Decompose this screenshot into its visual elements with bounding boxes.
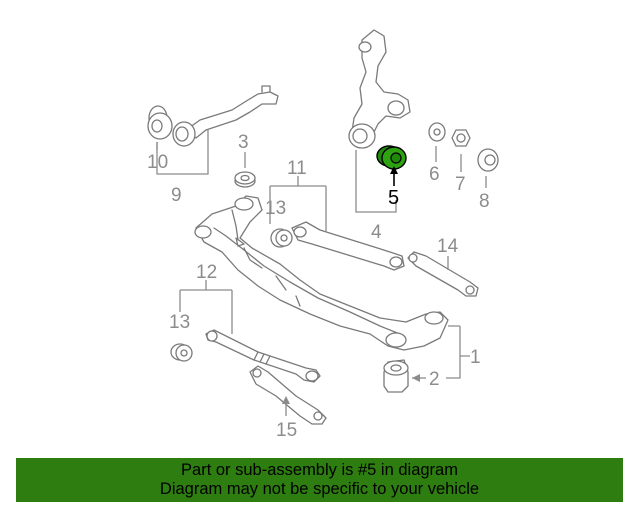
washer-3-part: [234, 171, 256, 188]
callout-3: 3: [238, 132, 249, 153]
notice-line-1: Part or sub-assembly is #5 in diagram: [181, 461, 458, 479]
callout-14: 14: [437, 236, 459, 257]
rod-12-part: [205, 329, 321, 383]
callout-6: 6: [429, 164, 440, 185]
callout-9: 9: [171, 185, 182, 206]
callout-12: 12: [196, 262, 217, 283]
callout-2: 2: [429, 369, 440, 390]
arrow-15-icon: [282, 396, 290, 404]
arrow-2-icon: [412, 374, 420, 382]
mount-2-part: [383, 359, 409, 393]
leader-9: [156, 130, 209, 175]
upper-arm-part: [185, 85, 279, 139]
callout-13-upper: 13: [265, 198, 286, 219]
bushing-5-part-highlighted: [376, 145, 407, 170]
bushing-8-part: [477, 148, 499, 172]
callout-5: 5: [388, 187, 399, 209]
notice-line-2: Diagram may not be specific to your vehi…: [159, 480, 480, 498]
arrow-5-icon: [390, 166, 398, 174]
leader-1: [446, 325, 470, 379]
arm-11-part: [291, 221, 405, 271]
washer-6-part: [428, 122, 446, 142]
callout-7: 7: [455, 174, 466, 195]
knuckle-4-part: [348, 29, 411, 149]
bushing-arm-end-part: [172, 121, 196, 147]
nut-7-part: [451, 129, 471, 147]
callout-4: 4: [371, 222, 382, 243]
parts-diagram: 1 2 3 4 5 6 7 8 9 10 11 12 13 13 14 15: [147, 29, 499, 441]
bushing-13-lower-part: [170, 343, 193, 362]
callout-10: 10: [147, 152, 168, 173]
bushing-10-part: [147, 105, 173, 140]
leader-12: [179, 280, 233, 334]
callout-1: 1: [470, 347, 481, 368]
callout-8: 8: [479, 191, 490, 212]
diagram-notice-banner: Part or sub-assembly is #5 in diagram Di…: [16, 458, 623, 502]
leader-4: [355, 150, 397, 213]
bushing-13-upper-part: [270, 228, 293, 248]
subframe-1-part: [194, 195, 449, 351]
link-14-part: [407, 251, 479, 297]
link-15-part: [249, 365, 327, 425]
leader-11: [269, 176, 327, 232]
callout-13-lower: 13: [169, 312, 190, 333]
callout-11: 11: [287, 158, 307, 179]
callout-15: 15: [276, 420, 297, 441]
